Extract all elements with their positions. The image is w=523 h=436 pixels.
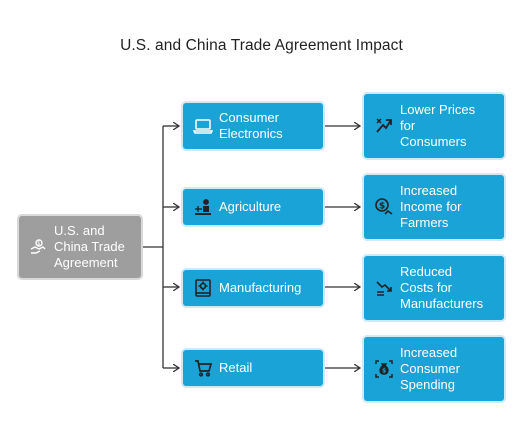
category-node-manufacturing: Manufacturing: [181, 268, 325, 308]
laptop-icon: [193, 116, 213, 136]
result-label: Lower Prices for Consumers: [400, 102, 476, 149]
result-label: Reduced Costs for Manufacturers: [400, 264, 484, 311]
root-label: U.S. and China Trade Agreement: [54, 223, 125, 270]
category-label: Consumer Electronics: [219, 110, 283, 141]
result-label: Increased Consumer Spending: [400, 345, 460, 392]
gear-book-icon: [193, 278, 213, 298]
result-node-increased-income: $ Increased Income for Farmers: [362, 173, 506, 241]
result-label: Increased Income for Farmers: [400, 183, 462, 230]
category-label: Manufacturing: [219, 280, 302, 295]
category-node-retail: Retail: [181, 348, 325, 388]
root-node: $ U.S. and China Trade Agreement: [17, 214, 143, 280]
trend-arrow-icon: [374, 116, 394, 136]
shopping-cart-icon: [193, 358, 213, 378]
dollar-growth-icon: $: [374, 197, 394, 217]
result-node-lower-prices: Lower Prices for Consumers: [362, 92, 506, 160]
diagram-title: U.S. and China Trade Agreement Impact: [120, 37, 403, 54]
category-label: Agriculture: [219, 199, 282, 214]
category-node-agriculture: Agriculture: [181, 187, 325, 227]
svg-text:$: $: [382, 368, 386, 375]
svg-text:$: $: [379, 202, 385, 212]
farmer-icon: [193, 197, 213, 217]
handshake-money-icon: $: [28, 237, 48, 257]
money-bag-icon: $: [374, 359, 394, 379]
result-node-reduced-costs: Reduced Costs for Manufacturers: [362, 254, 506, 322]
result-node-increased-spending: $ Increased Consumer Spending: [362, 335, 506, 403]
svg-text:$: $: [37, 241, 40, 247]
category-node-consumer-electronics: Consumer Electronics: [181, 101, 325, 151]
cost-down-icon: [374, 278, 394, 298]
category-label: Retail: [219, 360, 253, 375]
